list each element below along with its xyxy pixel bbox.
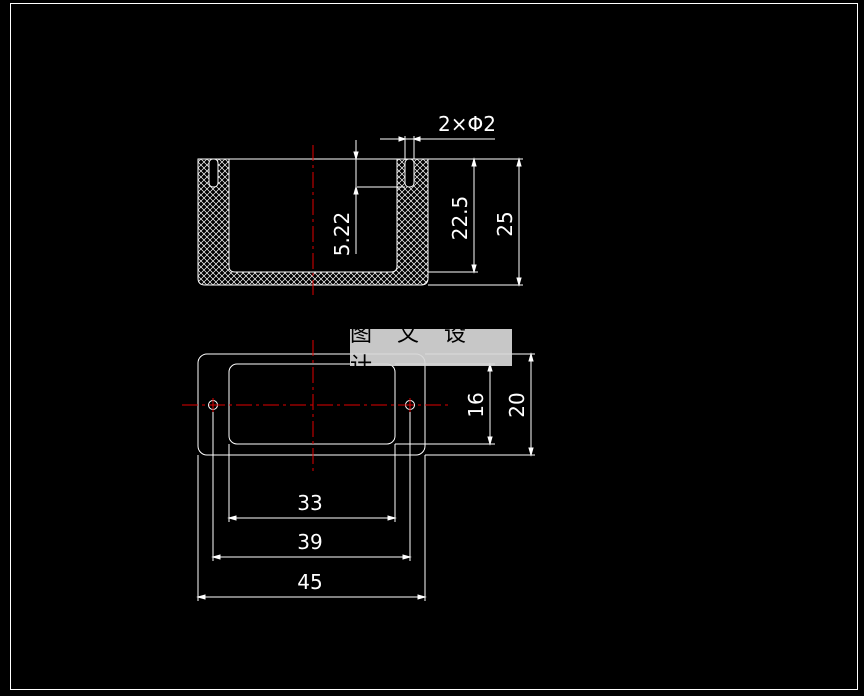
plan-view (196, 352, 535, 601)
dim-hole-spacing: 39 (297, 530, 322, 554)
dim-inner-width: 33 (297, 491, 322, 515)
inner-rectangle (228, 363, 396, 445)
dim-inner-depth: 22.5 (448, 196, 472, 241)
left-hole-slot (208, 158, 219, 188)
dim-inner-height: 16 (464, 392, 488, 417)
drawing-frame (10, 3, 858, 690)
right-hole-slot (404, 158, 415, 188)
dim-outer-height: 20 (505, 392, 529, 417)
section-view (197, 136, 523, 287)
dim-slot-depth: 5.22 (330, 212, 354, 257)
watermark: 图 文 设 计 (350, 322, 512, 379)
watermark-text: 图 文 设 计 (350, 321, 475, 379)
dim-total-height: 25 (493, 211, 517, 236)
dim-outer-width: 45 (297, 570, 322, 594)
hole-note: 2×Φ2 (438, 112, 496, 136)
